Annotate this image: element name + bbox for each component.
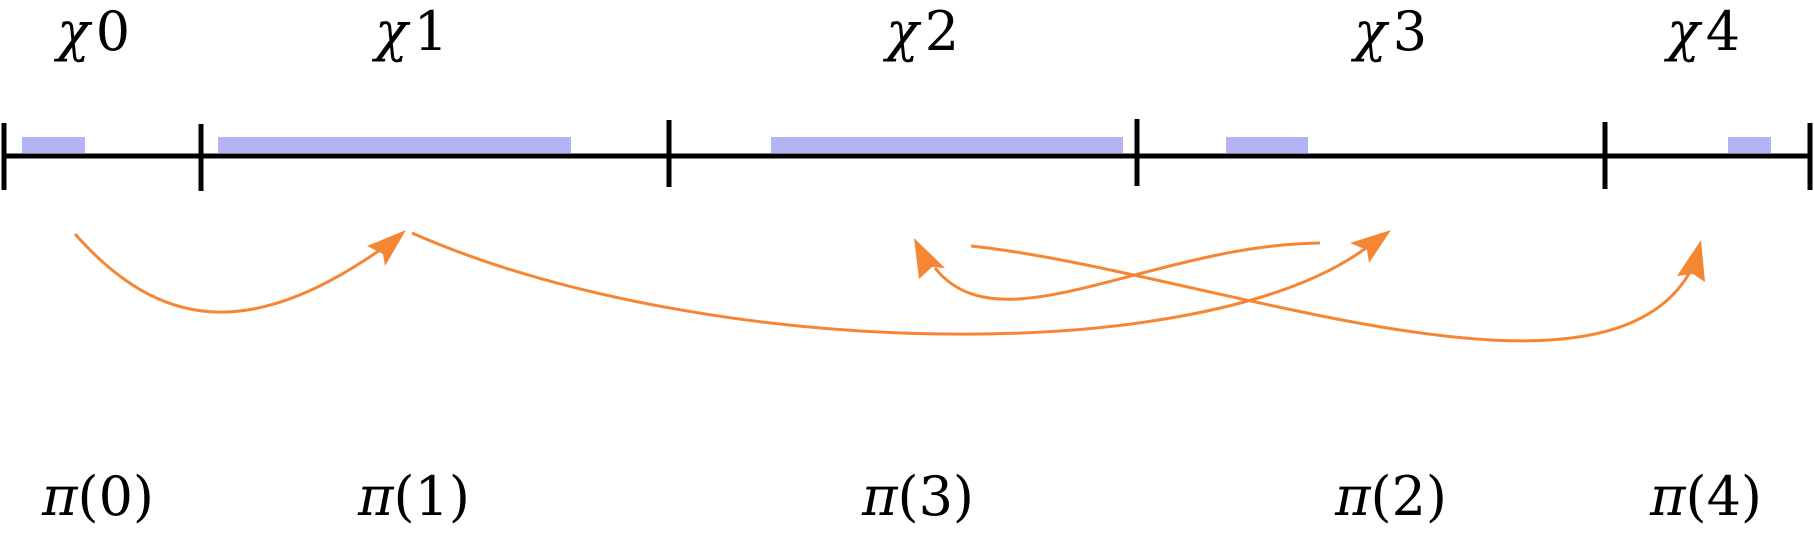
arrowhead-4 (1677, 240, 1705, 282)
arrow-0-to-1 (73, 233, 381, 314)
label-pi-1: π(1) (357, 465, 470, 528)
label-pi-0: π(0) (41, 465, 154, 528)
segment-2 (771, 137, 1123, 153)
segment-1 (218, 137, 571, 153)
ticks (1, 119, 1813, 191)
arrow-3-to-2 (933, 241, 1321, 301)
arrowhead-3 (1350, 230, 1391, 263)
label-pi-4: π(4) (1649, 465, 1762, 528)
mapping-arrows (73, 230, 1705, 343)
bottom-labels: π(0) π(1) π(3) π(2) π(4) (41, 465, 1762, 528)
label-pi-3: π(3) (861, 465, 974, 528)
arrowhead-1 (367, 230, 406, 266)
arrow-2-to-4 (970, 244, 1692, 343)
arrow-1-to-3 (411, 231, 1367, 336)
arrowhead-2 (914, 238, 945, 279)
segments (22, 137, 1771, 153)
segment-3 (1226, 137, 1308, 153)
label-pi-2: π(2) (1334, 465, 1447, 528)
segment-4 (1728, 137, 1771, 153)
segment-0 (22, 137, 85, 153)
